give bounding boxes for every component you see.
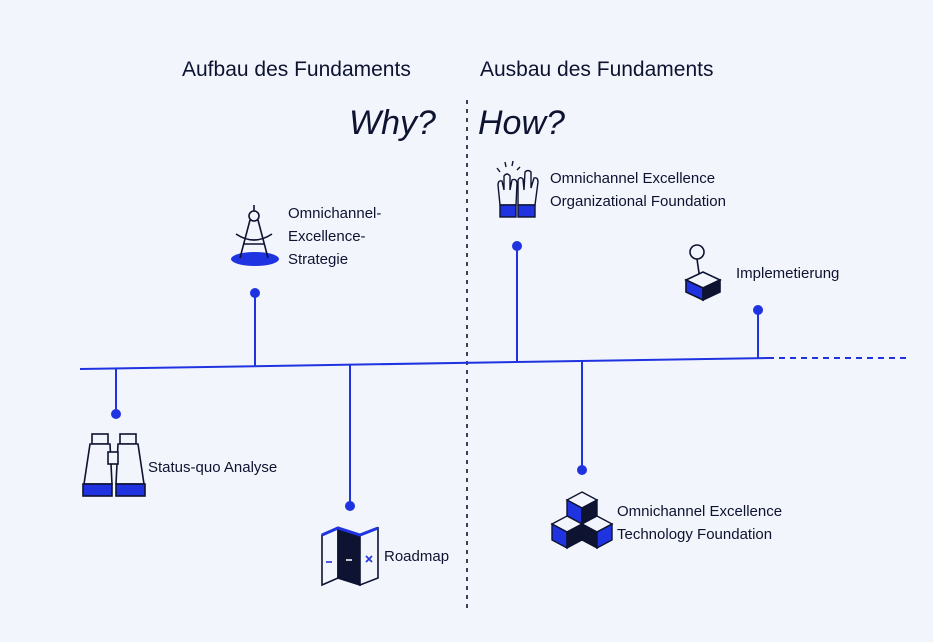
- stem-org-foundation: [512, 241, 522, 362]
- cubes-icon: [550, 491, 614, 550]
- stem-status-quo: [111, 369, 121, 419]
- stem-strategy: [250, 288, 260, 366]
- stem-implementation: [753, 305, 763, 358]
- map-icon: [321, 526, 379, 587]
- joystick-icon: [684, 244, 722, 302]
- compass-icon: [231, 205, 279, 266]
- stem-tech-foundation: [577, 361, 587, 475]
- timeline-axis: [79, 357, 769, 370]
- milestone-implementation-label: Implemetierung: [736, 265, 840, 282]
- stem-roadmap: [345, 365, 355, 511]
- raised-hands-icon: [496, 160, 539, 218]
- milestone-roadmap-label: Roadmap: [384, 548, 450, 565]
- binoculars-icon: [82, 433, 146, 497]
- why-question: Why?: [349, 104, 436, 142]
- milestone-org-foundation-label: Omnichannel Excellence Organizational Fo…: [550, 170, 726, 210]
- left-phase-heading: Aufbau des Fundaments: [182, 58, 411, 81]
- right-phase-heading: Ausbau des Fundaments: [480, 58, 714, 81]
- how-question: How?: [478, 104, 565, 142]
- milestone-status-quo-label: Status-quo Analyse: [148, 459, 278, 476]
- milestone-tech-foundation-label: Omnichannel Excellence Technology Founda…: [617, 503, 783, 543]
- milestone-strategy-label: Omnichannel- Excellence- Strategie: [288, 205, 382, 268]
